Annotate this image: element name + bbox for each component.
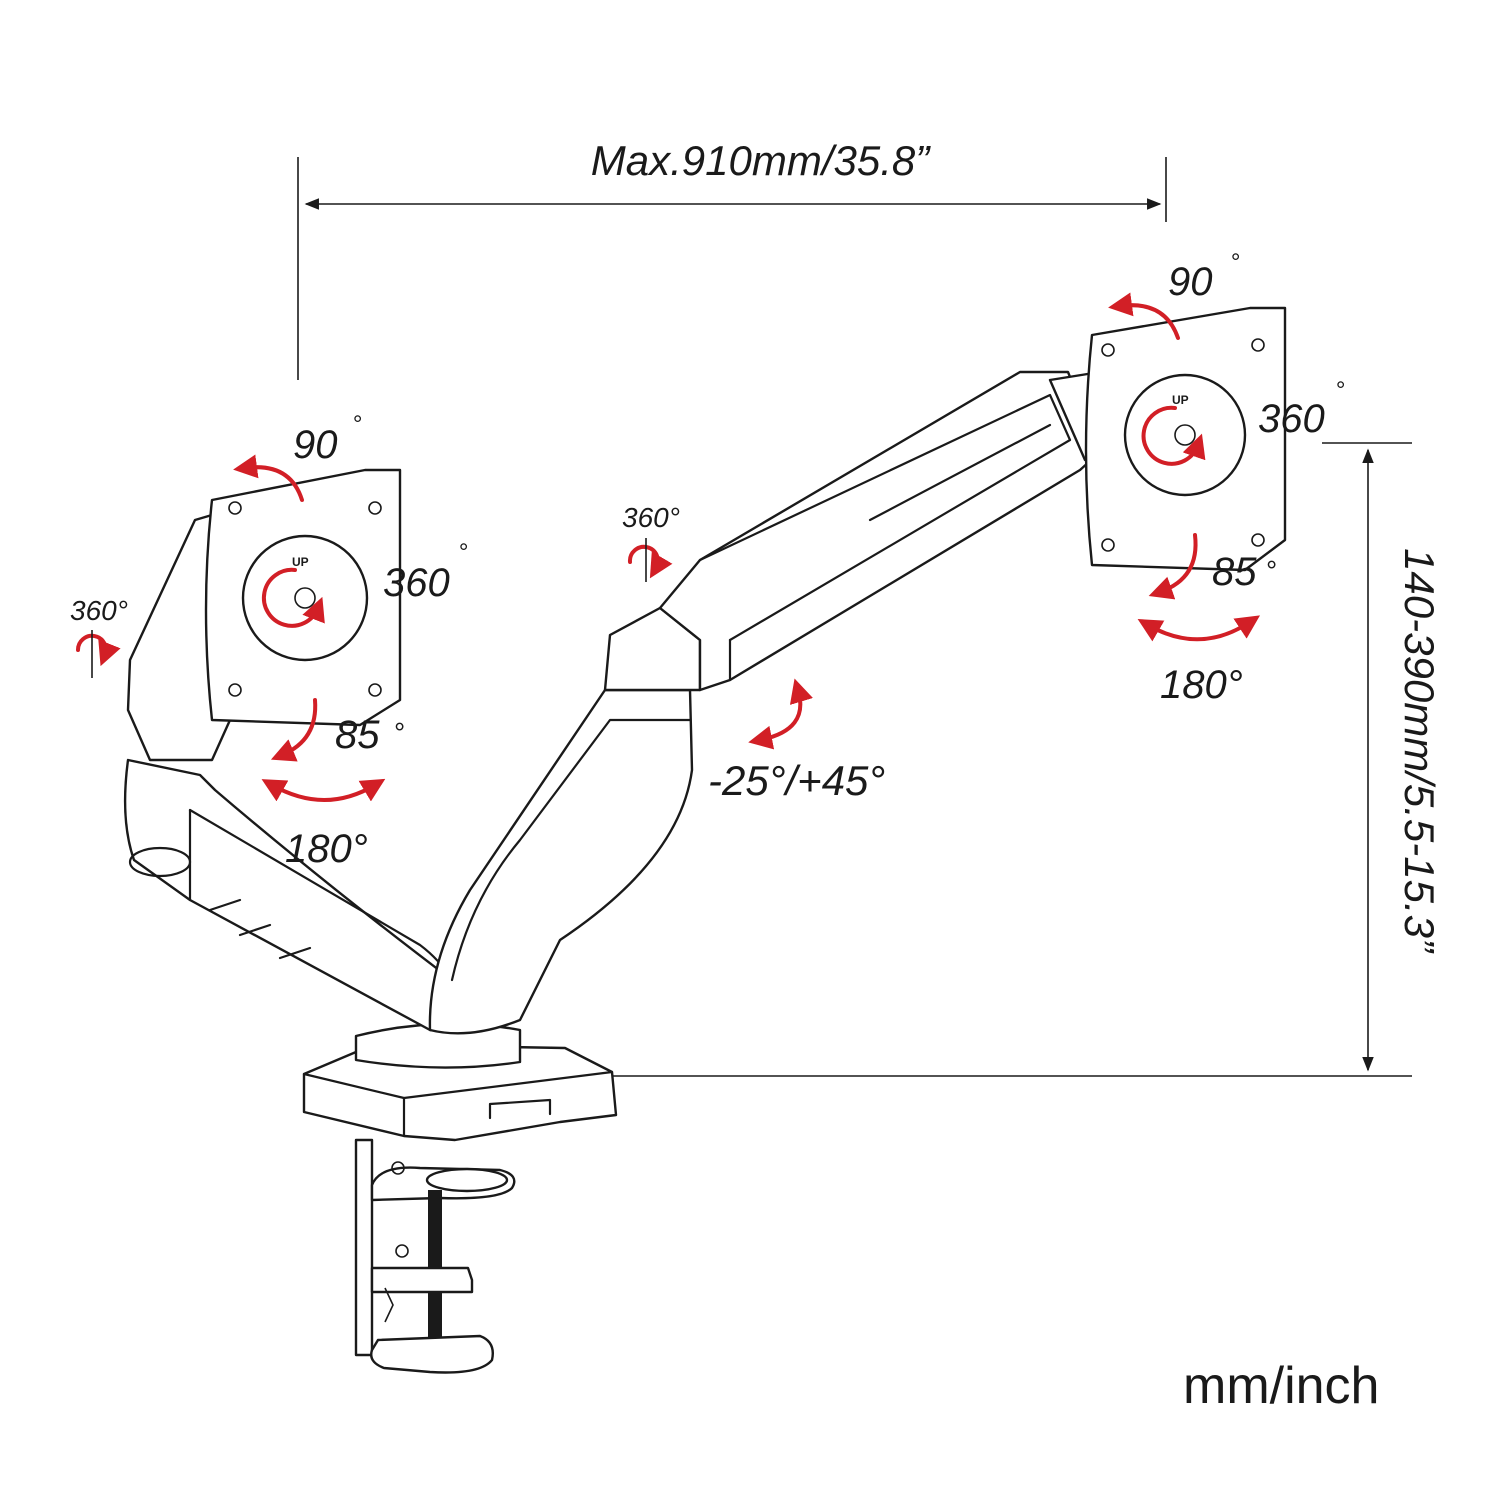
elevation-label: -25°/+45°	[708, 757, 885, 804]
right-vesa-hole-4	[1251, 533, 1265, 547]
base-slot	[488, 1098, 552, 1120]
upper-arm-groove	[868, 423, 1052, 522]
left-arm-vents	[208, 898, 312, 960]
right-rotate-arrow-icon	[1141, 405, 1206, 466]
right-rotate-label: 360	[1258, 397, 1325, 441]
arm-labels: 360° -25°/+45°	[622, 502, 885, 804]
left-pan-label: 180°	[285, 827, 368, 871]
left-vesa-head: UP	[75, 454, 402, 802]
left-up-mark: UP	[292, 555, 309, 569]
height-dimension: 140-390mm/5.5-15.3”	[612, 442, 1443, 1077]
left-arm-cap	[128, 846, 192, 878]
base-plate	[302, 1022, 618, 1142]
center-arm-arrows	[627, 538, 813, 750]
clamp-lower-plate	[370, 1266, 474, 1294]
desk-clamp	[354, 1138, 516, 1374]
reach-dimension: Max.910mm/35.8”	[297, 137, 1167, 380]
right-pan-label: 180°	[1160, 663, 1243, 707]
upper-arm	[658, 370, 1102, 692]
joint-rotate-label: 360°	[622, 502, 680, 533]
left-tilt-label: 90	[293, 423, 338, 467]
left-arm-rotate-arrow-icon	[75, 633, 121, 667]
clamp-screw	[428, 1190, 442, 1340]
right-pan-arrow-icon	[1137, 615, 1261, 642]
left-vesa-hole-3	[228, 683, 242, 697]
left-arm-rotate-label: 360°	[70, 595, 128, 626]
left-swivel-degree: °	[393, 717, 404, 748]
left-vesa-hole-2	[368, 501, 382, 515]
left-rotate-label: 360	[383, 561, 450, 605]
elevation-arrow-icon	[748, 678, 813, 750]
clamp-vertical-bar	[354, 1138, 374, 1357]
left-tilt-degree: °	[352, 411, 362, 438]
upper-arm-top-face	[698, 393, 1072, 642]
left-vesa-hole-1	[228, 501, 242, 515]
reach-label: Max.910mm/35.8”	[591, 137, 931, 184]
right-tilt-arrow-icon	[1108, 292, 1180, 340]
right-swivel-label: 85	[1212, 550, 1257, 594]
left-swivel-label: 85	[335, 713, 380, 757]
right-tilt-degree: °	[1230, 249, 1240, 276]
clamp-hole-top	[391, 1161, 405, 1175]
clamp-foot-pad	[370, 1334, 494, 1374]
right-tilt-label: 90	[1168, 260, 1213, 304]
left-arm-body	[123, 758, 454, 1032]
joint-rotate-arrow-icon	[627, 544, 673, 579]
center-arm	[428, 370, 1102, 1035]
right-swivel-arrow-icon	[1148, 533, 1198, 600]
left-head-labels: 90 ° 360 ° 85 ° 180° 360°	[70, 411, 468, 871]
right-rotate-degree: °	[1335, 377, 1345, 404]
pole-collar	[354, 1022, 522, 1069]
units-label: mm/inch	[1183, 1357, 1379, 1415]
right-swivel-degree: °	[1265, 555, 1276, 586]
left-tilt-arrow-icon	[233, 454, 304, 502]
right-head-labels: 90 ° 360 ° 85 ° 180°	[1160, 249, 1345, 707]
left-vesa-hole-4	[368, 683, 382, 697]
left-pan-arrow-icon	[261, 778, 386, 802]
center-arm-ridge	[450, 718, 692, 982]
left-rotate-degree: °	[458, 539, 468, 566]
right-vesa-head: UP	[1048, 292, 1287, 642]
right-vesa-hole-1	[1101, 343, 1115, 357]
right-up-mark: UP	[1172, 393, 1189, 407]
left-rotate-arrow-icon	[261, 567, 325, 628]
clamp-hole-mid	[395, 1244, 409, 1258]
right-vesa-hole-2	[1251, 338, 1265, 352]
left-arm	[123, 758, 454, 1032]
height-label: 140-390mm/5.5-15.3”	[1396, 548, 1443, 954]
left-swivel-arrow-icon	[270, 698, 318, 762]
right-vesa-hole-3	[1101, 538, 1115, 552]
clamp-ring	[425, 1167, 509, 1193]
center-arm-lower	[428, 688, 694, 1035]
clamp-hook	[384, 1287, 394, 1323]
